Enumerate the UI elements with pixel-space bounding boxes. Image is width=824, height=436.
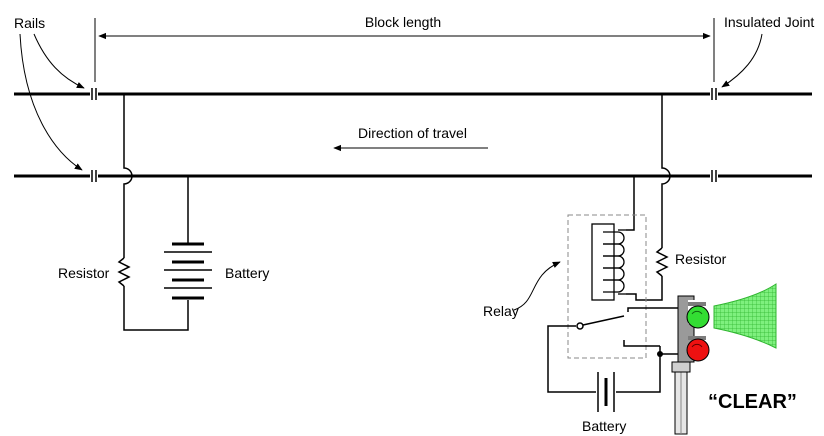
relay-coil xyxy=(591,223,626,301)
left-resistor-label: Resistor xyxy=(58,265,110,281)
right-battery xyxy=(597,372,615,412)
direction-label: Direction of travel xyxy=(358,125,467,141)
relay-contact xyxy=(547,307,686,393)
right-resistor-label: Resistor xyxy=(675,251,727,267)
green-light-beam xyxy=(713,283,777,349)
right-feed-circuit xyxy=(626,94,671,301)
insulated-joint-leader xyxy=(721,33,763,88)
rails-label: Rails xyxy=(14,15,45,31)
green-lamp xyxy=(686,305,710,329)
relay-label: Relay xyxy=(483,303,519,319)
top-rail xyxy=(14,88,812,100)
relay-enclosure xyxy=(567,214,647,359)
relay-leader xyxy=(513,261,561,311)
block-length-dimension xyxy=(94,18,715,82)
left-feed-circuit xyxy=(117,94,189,331)
insulated-joint-label: Insulated Joint xyxy=(724,14,814,30)
left-battery-label: Battery xyxy=(225,265,269,281)
red-lamp xyxy=(686,338,710,362)
block-length-label: Block length xyxy=(365,14,441,30)
junction-dot xyxy=(657,351,663,357)
status-clear-label: “CLEAR” xyxy=(708,391,797,413)
rails-leader-bottom xyxy=(19,33,83,171)
left-battery xyxy=(164,242,212,300)
right-battery-label: Battery xyxy=(582,418,626,434)
rails-leader-top xyxy=(33,33,85,89)
bottom-rail xyxy=(14,170,812,182)
